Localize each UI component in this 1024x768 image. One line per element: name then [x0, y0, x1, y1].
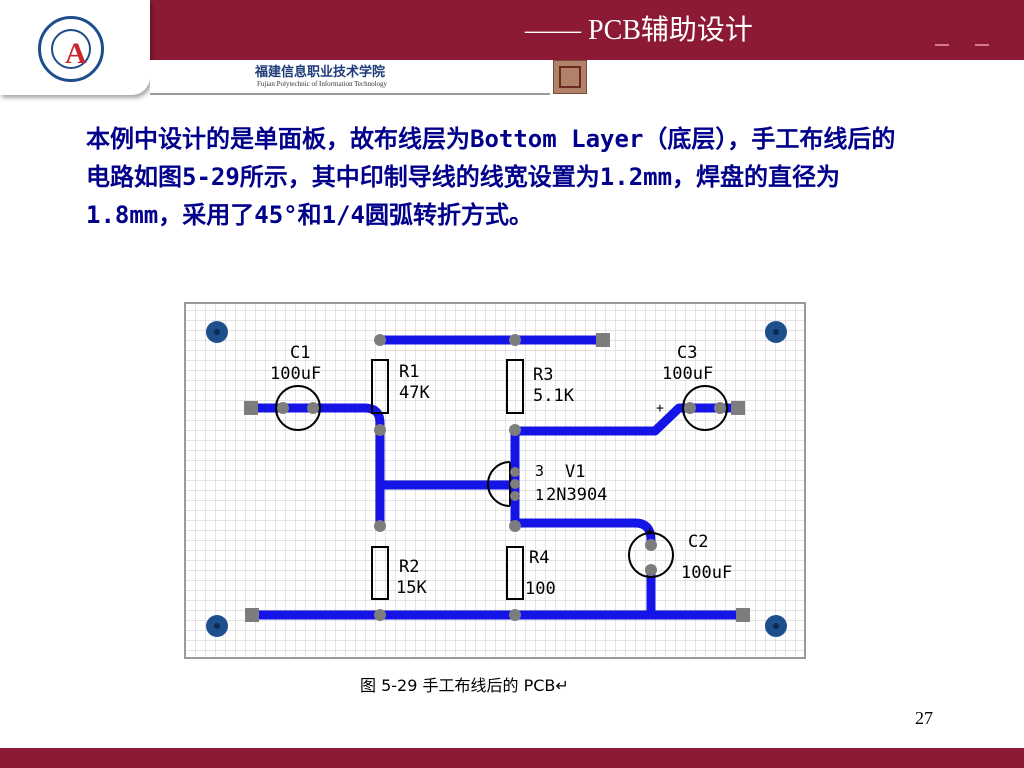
square-pad	[731, 401, 745, 415]
trace-c1-r1	[247, 403, 385, 531]
pcb-figure: C1 100uF R1 47K R3 5.1K C3 100uF + V1 2N…	[175, 300, 813, 698]
c1-outline	[275, 385, 321, 431]
body-paragraph: 本例中设计的是单面板，故布线层为Bottom Layer（底层），手工布线后的电…	[86, 125, 896, 229]
c1-value-label: 100uF	[270, 364, 321, 384]
mounting-hole-center	[214, 623, 220, 629]
v1-pin1-label: 1	[535, 486, 544, 504]
c3-outline	[682, 385, 728, 431]
r4-outline	[506, 546, 524, 600]
r1-outline	[371, 359, 389, 414]
pad	[510, 491, 520, 501]
logo-inner-ring: A	[51, 29, 91, 70]
c3-value-label: 100uF	[662, 364, 713, 384]
v1-ref-label: V1	[565, 462, 585, 482]
pad	[684, 402, 696, 414]
square-pad	[596, 333, 610, 347]
pcb-drawing: C1 100uF R1 47K R3 5.1K C3 100uF + V1 2N…	[184, 302, 806, 659]
logo-letter-icon: A	[65, 37, 87, 70]
c2-ref-label: C2	[688, 532, 708, 552]
r3-ref-label: R3	[533, 365, 553, 385]
page-number: 27	[915, 708, 933, 728]
r2-value-label: 15K	[396, 578, 427, 598]
logo-card: A	[0, 0, 150, 95]
school-name-en: Fujian Polytechnic of Information Techno…	[257, 80, 388, 88]
pad	[510, 467, 520, 477]
square-pad	[736, 608, 750, 622]
r4-ref-label: R4	[529, 548, 549, 568]
school-name-cn: 福建信息职业技术学院	[255, 65, 386, 80]
mounting-holes	[206, 321, 787, 637]
trace-group	[247, 335, 748, 620]
r2-outline	[371, 546, 389, 600]
c2-outline	[628, 532, 674, 578]
pad	[374, 424, 386, 436]
c2-plus-marker: +	[646, 524, 654, 539]
header-decoration	[975, 44, 989, 46]
pad	[277, 402, 289, 414]
v1-outline	[487, 461, 511, 507]
v1-value-label: 2N3904	[546, 485, 607, 505]
pad	[714, 402, 726, 414]
slide-title: —— PCB辅助设计	[525, 15, 753, 46]
r3-value-label: 5.1K	[533, 386, 575, 406]
r2-ref-label: R2	[399, 557, 419, 577]
mounting-hole-center	[773, 623, 779, 629]
pad	[509, 334, 521, 346]
c1-ref-label: C1	[290, 343, 310, 363]
pad	[307, 402, 319, 414]
school-logo: A	[38, 16, 104, 82]
pad	[509, 424, 521, 436]
trace-emitter-c2	[510, 518, 656, 545]
r4-value-label: 100	[525, 579, 556, 599]
pad	[645, 564, 657, 576]
pad	[645, 539, 657, 551]
pads	[244, 333, 750, 622]
pad	[510, 479, 520, 489]
header-decoration	[935, 44, 949, 46]
pad	[509, 609, 521, 621]
pad	[374, 520, 386, 532]
r1-ref-label: R1	[399, 362, 419, 382]
r3-outline	[506, 359, 524, 414]
pad	[374, 334, 386, 346]
footer-bar	[0, 748, 1024, 768]
figure-caption: 图 5-29 手工布线后的 PCB↵	[360, 676, 569, 695]
mounting-hole-center	[773, 329, 779, 335]
c3-plus-marker: +	[656, 401, 664, 416]
seal-icon	[553, 60, 587, 94]
r1-value-label: 47K	[399, 383, 430, 403]
pad	[509, 520, 521, 532]
v1-pin3-label: 3	[535, 462, 544, 480]
square-pad	[245, 608, 259, 622]
mounting-hole-center	[214, 329, 220, 335]
trace-r3-c3	[510, 403, 743, 436]
square-pad	[244, 401, 258, 415]
pad	[374, 609, 386, 621]
school-strip: 福建信息职业技术学院 Fujian Polytechnic of Informa…	[150, 60, 550, 95]
c2-value-label: 100uF	[681, 563, 732, 583]
c3-ref-label: C3	[677, 343, 697, 363]
header-bar	[0, 0, 1024, 60]
